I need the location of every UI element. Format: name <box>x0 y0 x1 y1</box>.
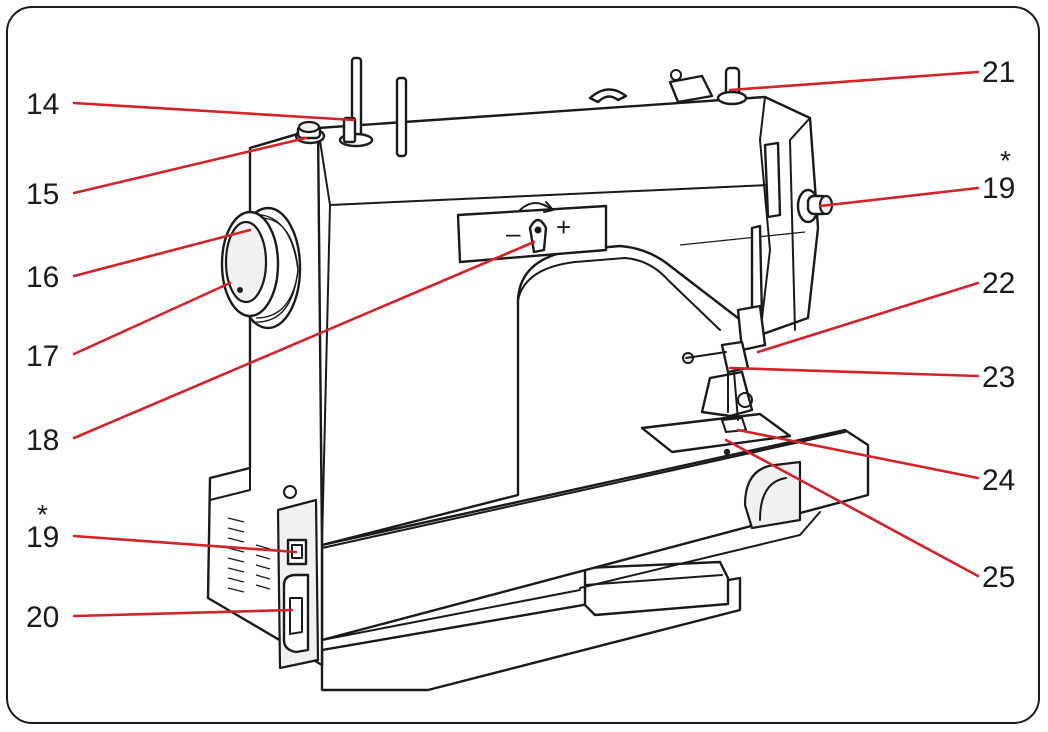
leader-19-right <box>818 186 980 208</box>
callout-20: 20 <box>26 601 59 634</box>
callout-19-right: 19 <box>982 172 1015 205</box>
power-socket <box>282 573 310 654</box>
leader-15 <box>72 136 308 195</box>
callout-19-right-star: * <box>1000 145 1011 176</box>
dial-minus-sign: – <box>506 218 521 248</box>
side-vents <box>227 517 271 593</box>
callout-16: 16 <box>26 261 59 294</box>
dial-plus-sign: + <box>556 212 571 242</box>
callout-21: 21 <box>982 56 1015 89</box>
leader-25 <box>724 438 980 578</box>
leader-24 <box>736 428 980 480</box>
side-knob <box>796 188 834 224</box>
leader-lines <box>72 70 980 618</box>
leader-14 <box>72 101 356 122</box>
callout-labels: 14 15 16 17 18 * 19 20 21 * 19 22 23 24 … <box>26 56 1015 634</box>
stitch-length-panel: – + <box>456 201 608 264</box>
needle-plate <box>640 412 792 454</box>
callout-14: 14 <box>26 88 59 121</box>
leader-19-left <box>72 534 298 554</box>
callout-19-left-star: * <box>37 499 48 530</box>
leader-21 <box>728 70 980 92</box>
callout-18: 18 <box>26 424 59 457</box>
upper-arm <box>248 95 820 547</box>
callout-25: 25 <box>982 561 1015 594</box>
thread-tension-assembly <box>668 66 748 106</box>
needle-and-foot <box>682 141 782 421</box>
spool-pins <box>338 56 408 158</box>
callout-19-left: 19 <box>26 521 59 554</box>
leader-16 <box>72 228 252 278</box>
stitch-length-knob <box>528 218 548 254</box>
leader-18 <box>72 240 536 440</box>
leader-23 <box>728 366 980 378</box>
callout-22: 22 <box>982 267 1015 300</box>
sewing-machine-illustration: – + <box>206 56 870 692</box>
handwheel <box>220 206 302 330</box>
leader-17 <box>72 281 232 356</box>
extension-table <box>583 560 730 617</box>
callout-24: 24 <box>982 464 1015 497</box>
callout-23: 23 <box>982 361 1015 394</box>
callout-17: 17 <box>26 340 59 373</box>
carrying-handle <box>588 88 628 104</box>
callout-15: 15 <box>26 178 59 211</box>
leader-20 <box>72 608 294 618</box>
leader-22 <box>756 281 980 354</box>
